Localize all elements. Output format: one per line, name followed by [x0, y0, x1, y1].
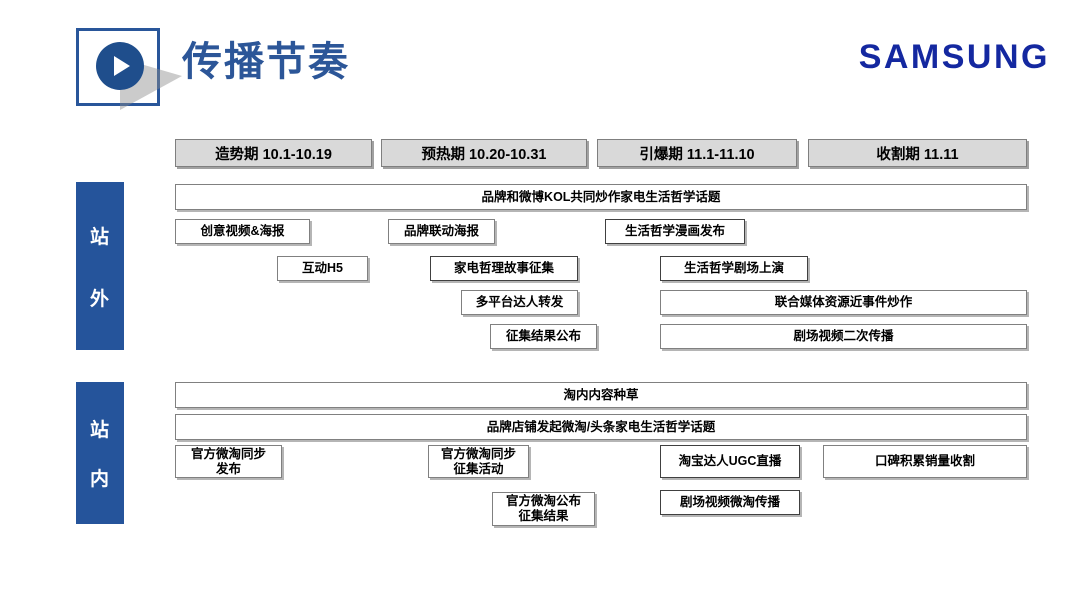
- phase-header-1[interactable]: 预热期 10.20-10.31: [381, 139, 587, 167]
- onsite-official-weitao-sync-release[interactable]: 官方微淘同步 发布: [175, 445, 282, 478]
- offsite-joint-media-hype[interactable]: 联合媒体资源近事件炒作: [660, 290, 1027, 315]
- phase-header-2[interactable]: 引爆期 11.1-11.10: [597, 139, 797, 167]
- offsite-kol-topic[interactable]: 品牌和微博KOL共同炒作家电生活哲学话题: [175, 184, 1027, 210]
- offsite-multi-platform-kol-repost[interactable]: 多平台达人转发: [461, 290, 578, 315]
- onsite-official-weitao-sync-collection[interactable]: 官方微淘同步 征集活动: [428, 445, 529, 478]
- sidebar-offsite-char-2: 外: [89, 288, 110, 310]
- offsite-interactive-h5[interactable]: 互动H5: [277, 256, 368, 281]
- offsite-philosophy-theater-show[interactable]: 生活哲学剧场上演: [660, 256, 808, 281]
- offsite-philosophy-comic-release[interactable]: 生活哲学漫画发布: [605, 219, 745, 244]
- onsite-reputation-sales-harvest[interactable]: 口碑积累销量收割: [823, 445, 1027, 478]
- offsite-appliance-story-collection[interactable]: 家电哲理故事征集: [430, 256, 578, 281]
- onsite-taobao-kol-ugc-live[interactable]: 淘宝达人UGC直播: [660, 445, 800, 478]
- play-button-icon: [96, 42, 144, 90]
- sidebar-section-offsite: 站 外: [76, 182, 124, 350]
- onsite-store-weitao-toutiao-topic[interactable]: 品牌店铺发起微淘/头条家电生活哲学话题: [175, 414, 1027, 440]
- phase-header-0[interactable]: 造势期 10.1-10.19: [175, 139, 372, 167]
- offsite-collection-results-announce[interactable]: 征集结果公布: [490, 324, 597, 349]
- sidebar-section-onsite: 站 内: [76, 382, 124, 524]
- phase-header-row: 造势期 10.1-10.19 预热期 10.20-10.31 引爆期 11.1-…: [175, 139, 1027, 167]
- page-title: 传播节奏: [182, 40, 350, 84]
- logo-frame: [76, 28, 160, 106]
- onsite-theater-video-weitao-spread[interactable]: 剧场视频微淘传播: [660, 490, 800, 515]
- offsite-creative-video-poster[interactable]: 创意视频&海报: [175, 219, 310, 244]
- onsite-taobao-content-seeding[interactable]: 淘内内容种草: [175, 382, 1027, 408]
- sidebar-offsite-char-1: 站: [89, 226, 110, 248]
- offsite-theater-video-resharing[interactable]: 剧场视频二次传播: [660, 324, 1027, 349]
- sidebar-onsite-char-2: 内: [89, 469, 110, 490]
- samsung-logo: SAMSUNG: [858, 38, 1050, 76]
- phase-header-3[interactable]: 收割期 11.11: [808, 139, 1027, 167]
- sidebar-onsite-char-1: 站: [89, 420, 110, 441]
- onsite-official-weitao-results[interactable]: 官方微淘公布 征集结果: [492, 492, 595, 526]
- offsite-brand-collab-poster[interactable]: 品牌联动海报: [388, 219, 495, 244]
